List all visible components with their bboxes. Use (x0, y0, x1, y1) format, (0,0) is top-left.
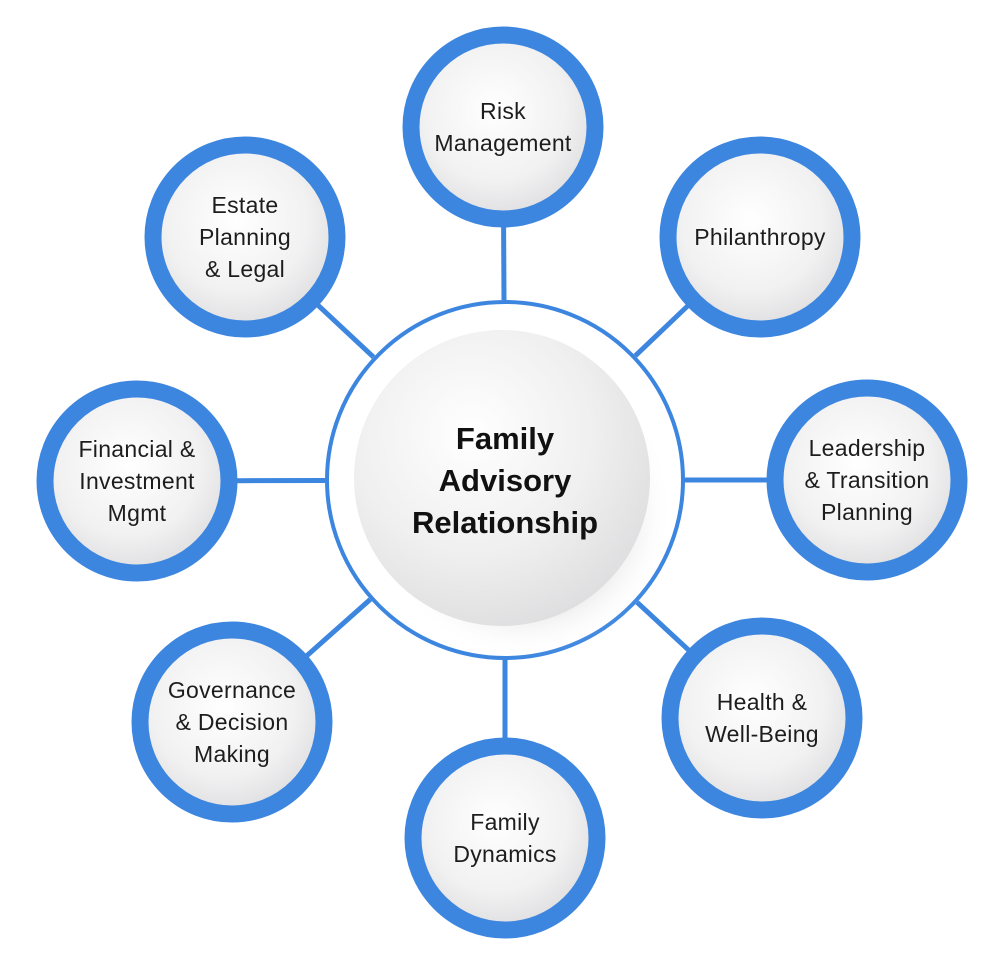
node-ring (144, 136, 346, 338)
node-ring (404, 737, 606, 939)
node-disc (146, 636, 318, 808)
node-label-line: Leadership (809, 435, 926, 461)
connector-health-well-being (635, 600, 691, 652)
node-label-line: Making (194, 741, 270, 767)
node-label-line: Governance (168, 677, 296, 703)
node-label-line: Mgmt (108, 500, 167, 526)
node-label-line: Dynamics (453, 841, 556, 867)
node-label-line: & Transition (804, 467, 929, 493)
node-label-line: Planning (199, 224, 291, 250)
center-ring (325, 300, 685, 660)
node-ring (661, 617, 863, 819)
node-label-line: Health & (717, 689, 808, 715)
node-disc (781, 394, 953, 566)
connector-philanthropy (633, 304, 690, 358)
center-title-line: Relationship (412, 505, 598, 540)
node-label-line: Estate (211, 192, 278, 218)
node-ring (766, 379, 968, 581)
node-philanthropy: Philanthropy (659, 136, 861, 338)
node-label-line: Philanthropy (694, 224, 826, 250)
node-disc (419, 752, 591, 924)
node-disc (417, 41, 589, 213)
connector-estate-planning-legal (316, 303, 376, 359)
connector-lines (236, 226, 767, 738)
node-label-line: Family (470, 809, 540, 835)
node-label-line: Financial & (78, 436, 195, 462)
center-title-line: Family (456, 421, 555, 456)
node-ring (659, 136, 861, 338)
node-disc (51, 395, 223, 567)
node-label-line: & Legal (205, 256, 285, 282)
connector-governance-decision-making (305, 597, 372, 658)
node-disc (674, 151, 846, 323)
node-label-line: & Decision (176, 709, 289, 735)
node-ring (131, 621, 333, 823)
node-label-line: Investment (79, 468, 195, 494)
node-label-line: Planning (821, 499, 913, 525)
node-health-well-being: Health & Well-Being (661, 617, 863, 819)
node-label-line: Risk (480, 98, 526, 124)
node-ring (402, 26, 604, 228)
center-title-line: Advisory (439, 463, 572, 498)
center-disc (354, 330, 650, 626)
node-label-line: Management (434, 130, 572, 156)
node-disc (159, 151, 331, 323)
node-label-line: Well-Being (705, 721, 819, 747)
node-ring (36, 380, 238, 582)
node-disc (676, 632, 848, 804)
